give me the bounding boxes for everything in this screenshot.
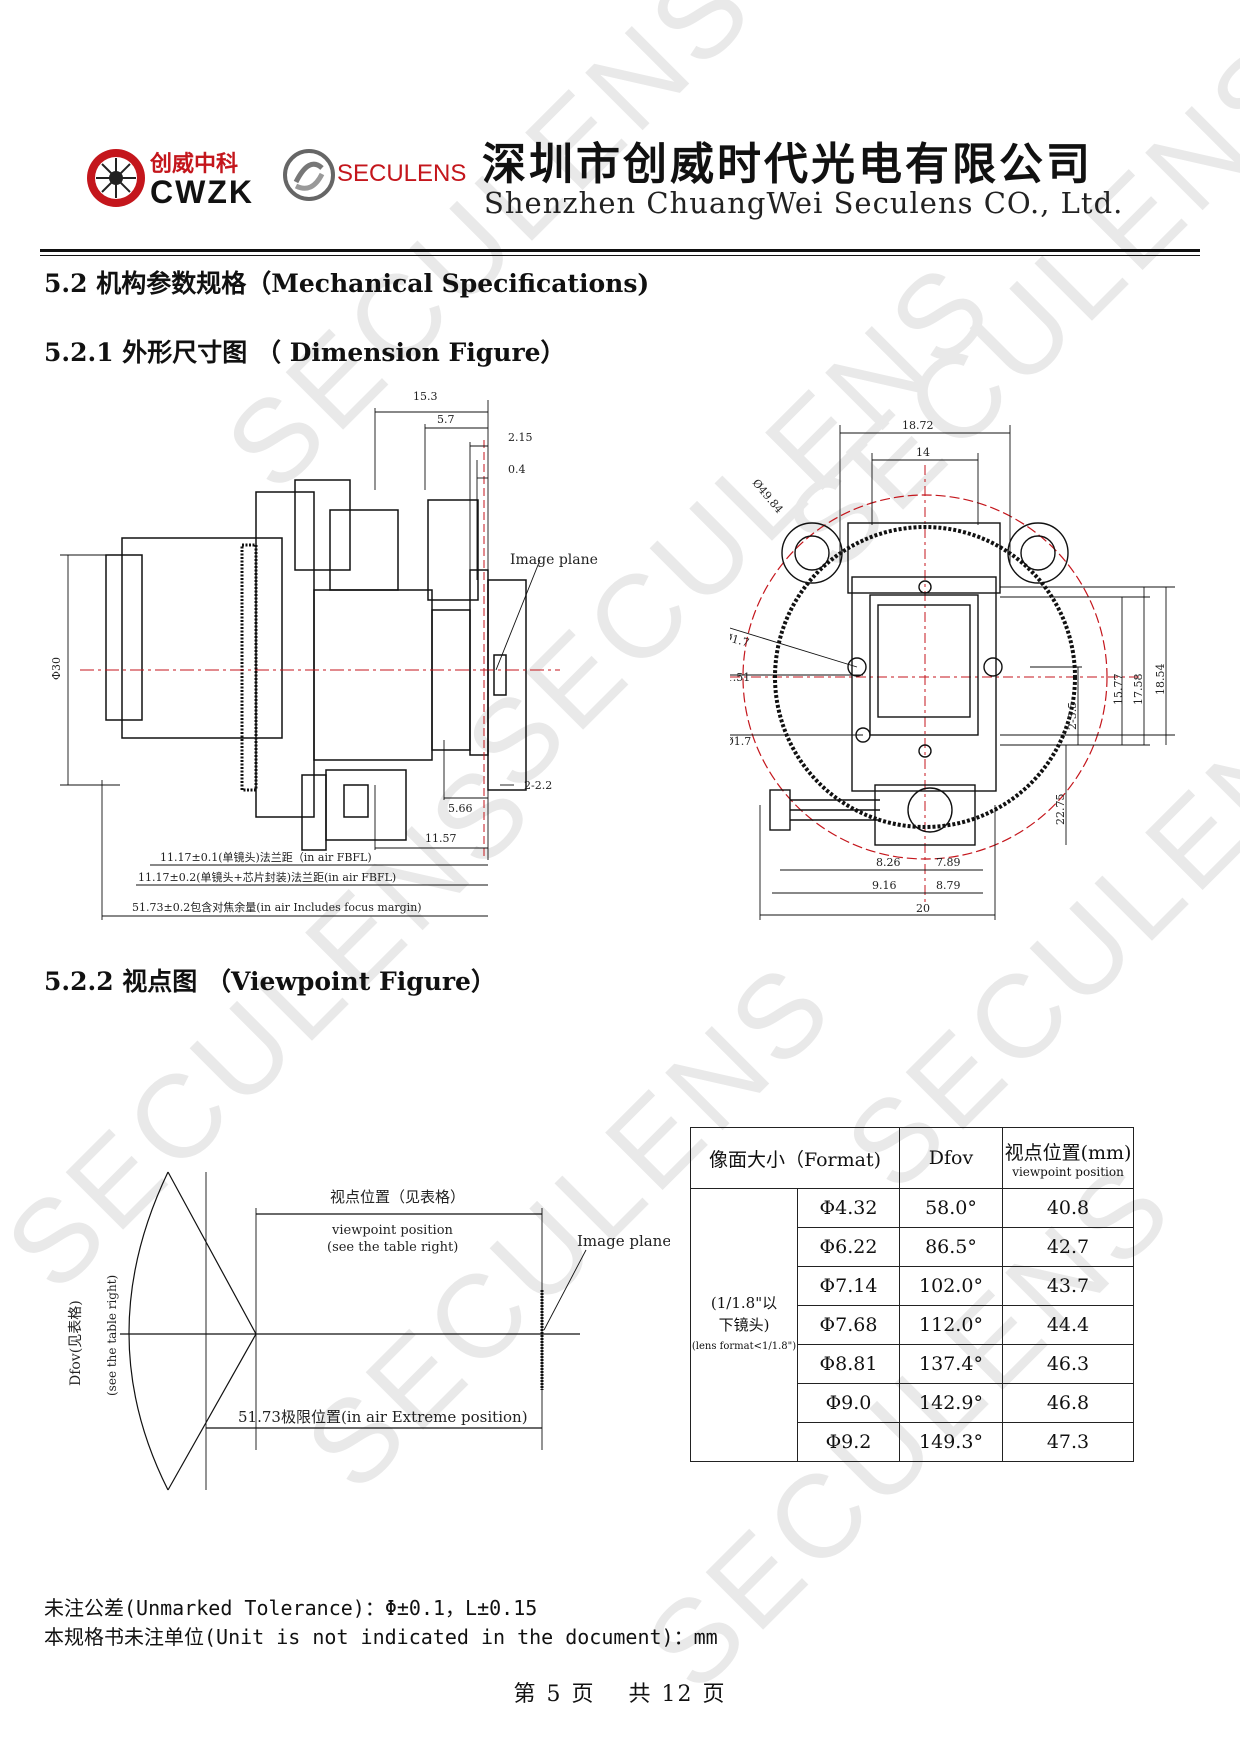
cell-format: Φ6.22	[797, 1227, 900, 1267]
dim-2-dia-1-7-b: 2-Ø1.7	[730, 735, 751, 748]
viewpoint-drawing: 视点位置（见表格） viewpoint position (see the ta…	[68, 1171, 670, 1491]
image-plane-label: Image plane	[510, 552, 598, 568]
dim-2-2-2: 2-2.2	[524, 779, 552, 792]
section-5-2-1: 5.2.1 外形尺寸图 （ Dimension Figure）	[44, 338, 566, 367]
dim-14: 14	[916, 446, 930, 459]
cell-dfov: 102.0°	[899, 1266, 1003, 1306]
dim-dia-49-84: Ø49.84	[750, 477, 786, 516]
header-viewpoint: 视点位置(mm) viewpoint position	[1002, 1127, 1134, 1189]
fbfl-note-2: 11.17±0.2(单镜头+芯片封装)法兰距(in air FBFL)	[138, 870, 396, 884]
cell-format: Φ9.0	[797, 1383, 900, 1423]
cell-position: 46.3	[1002, 1344, 1134, 1384]
brand-cn: 创威中科	[150, 152, 239, 177]
dim-dia-30: Φ30	[50, 657, 63, 680]
cell-dfov: 142.9°	[899, 1383, 1003, 1423]
unit-note: 本规格书未注单位(Unit is not indicated in the do…	[44, 1625, 718, 1649]
cell-dfov: 112.0°	[899, 1305, 1003, 1345]
section-5-2: 5.2 机构参数规格（Mechanical Specifications)	[44, 269, 650, 298]
dim-0-4: 0.4	[508, 463, 526, 476]
table-header-row: 像面大小（Format) Dfov 视点位置(mm) viewpoint pos…	[690, 1127, 1134, 1189]
header-format: 像面大小（Format)	[690, 1127, 900, 1189]
cell-dfov: 149.3°	[899, 1422, 1003, 1462]
cwzk-logo-icon	[87, 149, 145, 207]
cell-format: Φ4.32	[797, 1188, 900, 1228]
cell-format: Φ7.68	[797, 1305, 900, 1345]
dim-8-26: 8.26	[876, 856, 901, 869]
page-number: 第 5 页 共 12 页	[513, 1682, 727, 1707]
dim-5-7: 5.7	[437, 413, 455, 426]
cell-position: 44.4	[1002, 1305, 1134, 1345]
dim-7-89: 7.89	[936, 856, 961, 869]
vp-label-en-1: viewpoint position	[331, 1223, 454, 1238]
dim-17-58: 17.58	[1132, 674, 1145, 706]
dim-2-15: 2.15	[508, 431, 533, 444]
vp-label-cn: 视点位置（见表格）	[330, 1188, 465, 1206]
company-name-cn: 深圳市创威时代光电有限公司	[482, 139, 1093, 190]
extreme-position-label: 51.73极限位置(in air Extreme position)	[238, 1408, 528, 1426]
cell-position: 43.7	[1002, 1266, 1134, 1306]
dim-18-54: 18.54	[1154, 664, 1167, 696]
cell-format: Φ7.14	[797, 1266, 900, 1306]
dim-18-72: 18.72	[902, 419, 934, 432]
dim-8-79: 8.79	[936, 879, 961, 892]
cell-dfov: 137.4°	[899, 1344, 1003, 1384]
cell-dfov: 86.5°	[899, 1227, 1003, 1267]
seculens-logo-icon	[283, 149, 335, 201]
brand-cwzk: CWZK	[150, 174, 254, 210]
header-rule-thin	[40, 255, 1200, 256]
front-view-drawing: 18.72 14 Ø49.84 2-Ø1.7 2-Ø1.51 2-Ø1.7 15…	[730, 419, 1175, 920]
table-row: Φ7.14 102.0° 43.7	[691, 1266, 1134, 1306]
company-name-en: Shenzhen ChuangWei Seculens CO., Ltd.	[484, 186, 1124, 220]
dim-2-dia-1-7-a: 2-Ø1.7	[730, 627, 751, 649]
cell-position: 40.8	[1002, 1188, 1134, 1228]
cell-position: 46.8	[1002, 1383, 1134, 1423]
lens-format-group: (1/1.8"以 下镜头) (lens format<1/1.8")	[690, 1188, 798, 1462]
dfov-label-cn: Dfov(见表格)	[68, 1300, 84, 1386]
cell-format: Φ9.2	[797, 1422, 900, 1462]
side-view-drawing: 15.3 5.7 2.15 0.4 Φ30 2-2.2 5.66 11.57 I…	[50, 390, 598, 920]
table-row: Φ6.22 86.5° 42.7	[691, 1227, 1134, 1267]
dfov-label-en: (see the table right)	[105, 1275, 119, 1396]
dim-15-77: 15.77	[1112, 674, 1125, 706]
viewpoint-table: 像面大小（Format) Dfov 视点位置(mm) viewpoint pos…	[690, 1127, 1134, 1462]
table-row: (1/1.8"以 下镜头) (lens format<1/1.8") Φ4.32…	[690, 1188, 1134, 1462]
dim-2-dia-1-51: 2-Ø1.51	[730, 671, 750, 684]
table-row: Φ8.81 137.4° 46.3	[691, 1344, 1134, 1384]
brand-seculens: SECULENS	[337, 160, 467, 187]
cell-dfov: 58.0°	[899, 1188, 1003, 1228]
dim-2-3-5: 2-3.5	[1066, 702, 1079, 730]
dim-20: 20	[916, 902, 930, 915]
vp-image-plane-label: Image plane	[577, 1232, 670, 1250]
dim-9-16: 9.16	[872, 879, 897, 892]
cell-format: Φ8.81	[797, 1344, 900, 1384]
table-row: Φ9.2 149.3° 47.3	[691, 1422, 1134, 1462]
cell-position: 47.3	[1002, 1422, 1134, 1462]
dim-5-66: 5.66	[448, 802, 473, 815]
header-dfov: Dfov	[899, 1127, 1003, 1189]
fbfl-note-1: 11.17±0.1(单镜头)法兰距（in air FBFL)	[160, 850, 372, 864]
dim-22-75: 22.75	[1054, 794, 1067, 826]
dim-11-57: 11.57	[425, 832, 457, 845]
header-rule	[40, 249, 1200, 252]
focus-margin-note: 51.73±0.2包含对焦余量(in air Includes focus ma…	[132, 900, 422, 914]
dim-15-3: 15.3	[413, 390, 438, 403]
vp-label-en-2: (see the table right)	[327, 1240, 458, 1255]
cell-position: 42.7	[1002, 1227, 1134, 1267]
section-5-2-2: 5.2.2 视点图 （Viewpoint Figure）	[44, 967, 496, 996]
tolerance-note: 未注公差(Unmarked Tolerance)：Φ±0.1，L±0.15	[44, 1596, 538, 1620]
